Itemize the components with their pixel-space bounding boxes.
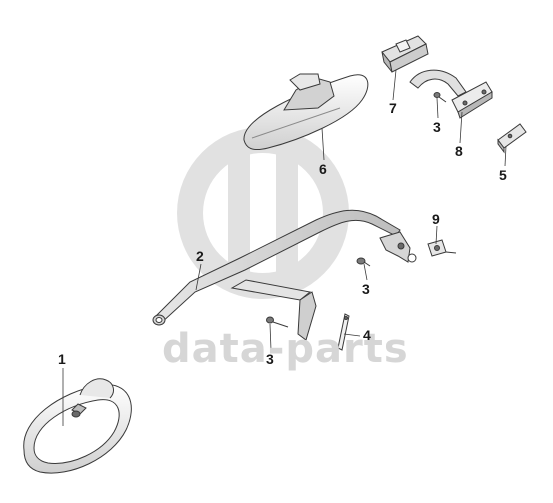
leader-4: [343, 333, 361, 337]
leader-5: [504, 145, 507, 167]
leader-3-upper: [436, 97, 439, 119]
callout-3-upper: 3: [433, 119, 441, 135]
part-7-pad: [381, 35, 429, 73]
leader-8: [459, 111, 463, 144]
leader-7: [392, 69, 397, 101]
part-5-plate: [497, 123, 527, 154]
part-4-shim: [337, 313, 350, 351]
callout-9: 9: [432, 211, 440, 227]
watermark-text: data-parts: [162, 326, 409, 372]
leader-6: [321, 127, 325, 161]
part-2-bar: [152, 209, 417, 341]
part-9-clip: [427, 239, 457, 257]
part-6-cover: [243, 73, 369, 151]
callout-6: 6: [319, 161, 327, 177]
callout-2: 2: [196, 248, 204, 264]
callout-4: 4: [363, 327, 371, 343]
part-3-bolt-lower: [266, 316, 289, 328]
part-3-bolt-upper: [433, 92, 447, 103]
callout-7: 7: [389, 100, 397, 116]
leader-3-lower: [269, 323, 272, 351]
leader-lines: [62, 69, 507, 426]
part-8-bracket: [409, 69, 493, 119]
part-1-mirror: [23, 378, 132, 474]
part-3-bolt-center: [356, 257, 371, 267]
leader-3-center: [363, 263, 368, 281]
leader-2: [195, 263, 202, 291]
callout-3-lower: 3: [266, 351, 274, 367]
callout-3-center: 3: [362, 281, 370, 297]
callout-8: 8: [455, 143, 463, 159]
leader-9: [435, 225, 438, 245]
callout-5: 5: [499, 167, 507, 183]
callout-1: 1: [58, 351, 66, 367]
